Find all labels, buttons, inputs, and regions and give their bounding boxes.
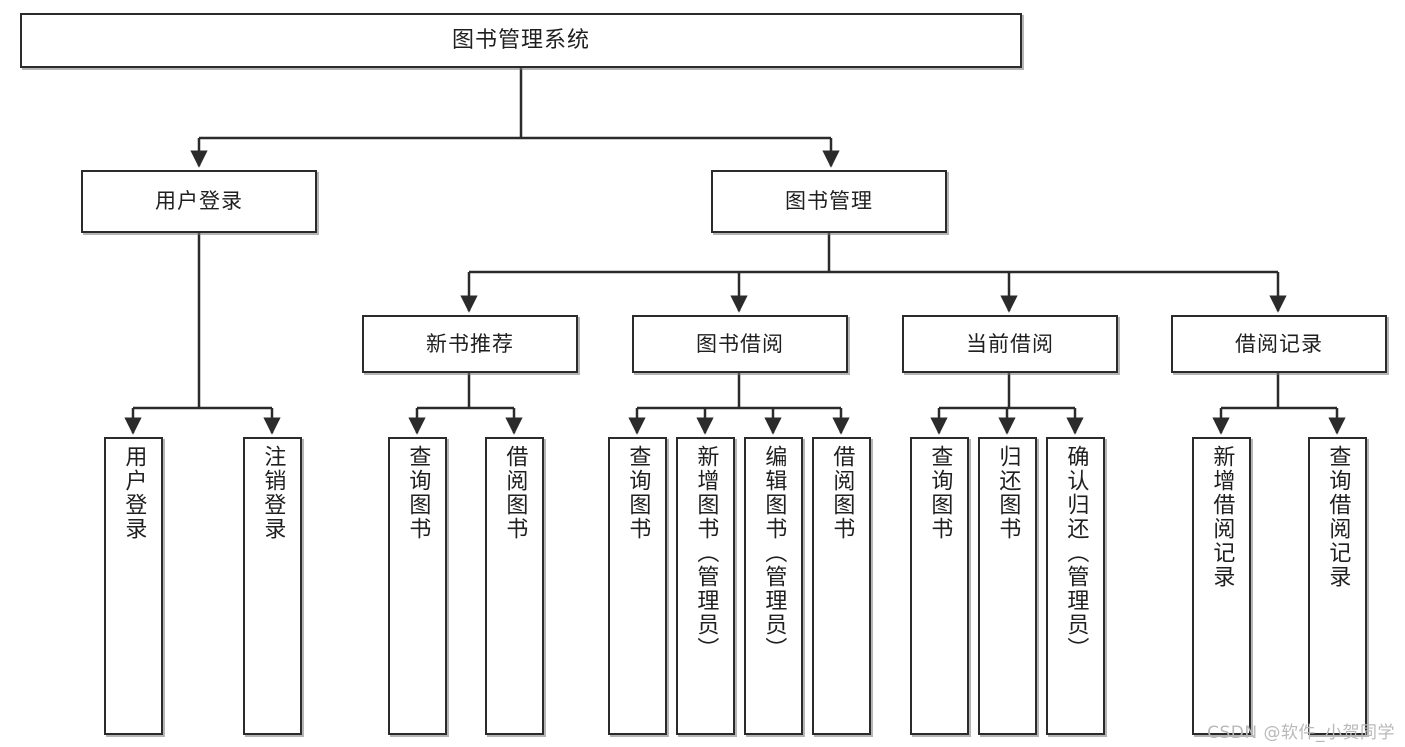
leaf-current-borrow-1[interactable]: 归还图书 [978,437,1037,735]
leaf-current-borrow-0-label: 查询图书 [927,445,953,541]
leaf-borrow-record-1[interactable]: 查询借阅记录 [1308,437,1367,735]
leaf-borrow-record-0[interactable]: 新增借阅记录 [1192,437,1251,735]
node-borrow-record-label: 借阅记录 [1235,331,1323,356]
leaf-book-borrow-0[interactable]: 查询图书 [608,437,667,735]
leaf-new-book-1[interactable]: 借阅图书 [485,437,544,735]
node-new-book-label: 新书推荐 [426,331,514,356]
leaf-book-borrow-0-label: 查询图书 [625,445,651,541]
node-user-login-label: 用户登录 [155,189,243,214]
leaf-current-borrow-2[interactable]: 确认归还（管理员） [1046,437,1105,735]
leaf-user-login-1-label: 注销登录 [260,445,286,541]
leaf-borrow-record-1-label: 查询借阅记录 [1325,445,1351,589]
leaf-user-login-0[interactable]: 用户登录 [104,437,163,735]
node-book-manage[interactable]: 图书管理 [711,170,947,233]
node-root[interactable]: 图书管理系统 [20,13,1022,68]
leaf-current-borrow-1-label: 归还图书 [995,445,1021,541]
node-current-borrow-label: 当前借阅 [966,331,1054,356]
leaf-book-borrow-1[interactable]: 新增图书（管理员） [676,437,735,735]
node-borrow-record[interactable]: 借阅记录 [1171,315,1387,373]
leaf-new-book-1-label: 借阅图书 [502,445,528,541]
leaf-borrow-record-0-label: 新增借阅记录 [1209,445,1235,589]
node-current-borrow[interactable]: 当前借阅 [902,315,1118,373]
leaf-current-borrow-2-label: 确认归还（管理员） [1063,445,1089,661]
leaf-user-login-1[interactable]: 注销登录 [243,437,302,735]
leaf-book-borrow-3-label: 借阅图书 [829,445,855,541]
leaf-book-borrow-1-label: 新增图书（管理员） [693,445,719,661]
node-book-borrow-label: 图书借阅 [696,331,784,356]
leaf-book-borrow-2[interactable]: 编辑图书（管理员） [744,437,803,735]
node-book-manage-label: 图书管理 [785,189,873,214]
node-root-label: 图书管理系统 [451,27,590,53]
node-book-borrow[interactable]: 图书借阅 [632,315,848,373]
watermark: CSDN @软件_小贺同学 [1207,723,1395,743]
node-user-login[interactable]: 用户登录 [81,170,317,233]
leaf-current-borrow-0[interactable]: 查询图书 [910,437,969,735]
leaf-new-book-0-label: 查询图书 [405,445,431,541]
leaf-book-borrow-3[interactable]: 借阅图书 [812,437,871,735]
leaf-user-login-0-label: 用户登录 [121,445,147,541]
node-new-book[interactable]: 新书推荐 [362,315,578,373]
leaf-new-book-0[interactable]: 查询图书 [388,437,447,735]
leaf-book-borrow-2-label: 编辑图书（管理员） [761,445,787,661]
